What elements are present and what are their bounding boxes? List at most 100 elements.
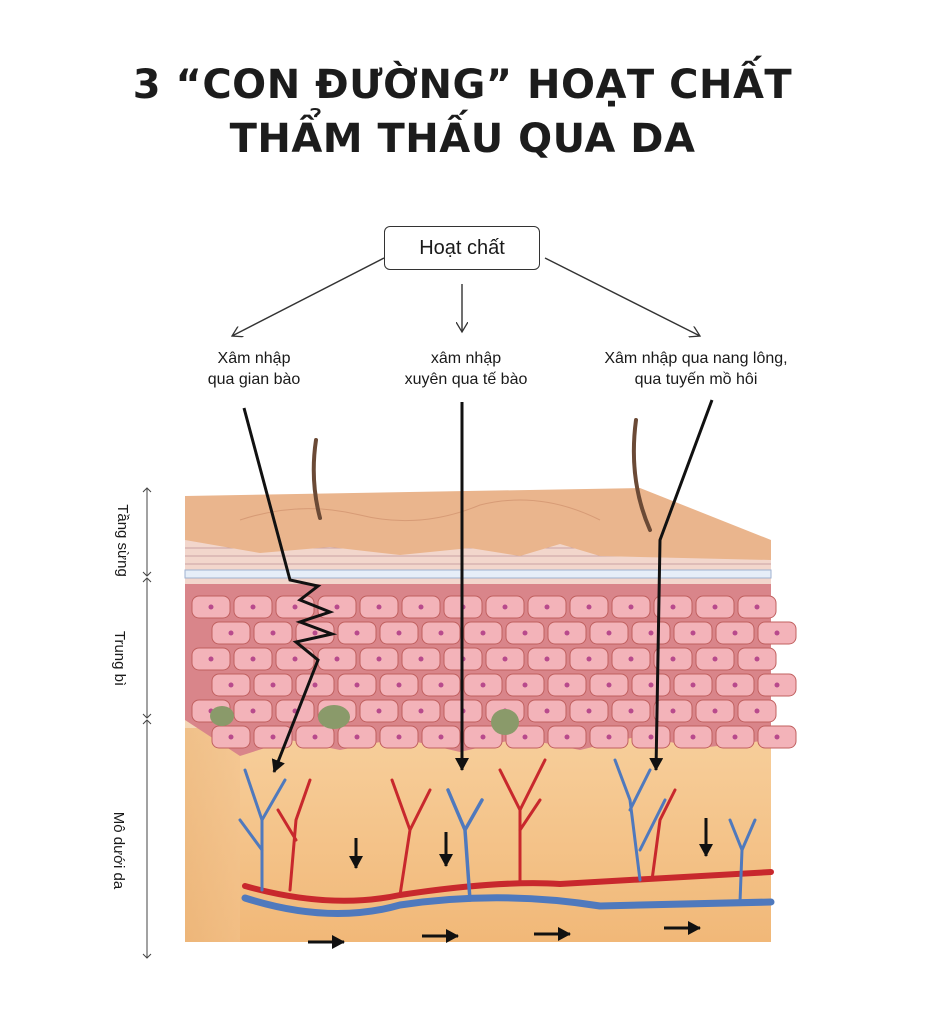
layer-label-subcutis: Mô dưới da [110,811,128,890]
cell-nucleus [250,656,256,662]
cell-nucleus [732,734,738,740]
cell-nucleus [522,682,528,688]
route-intercellular-line1: Xâm nhập [217,350,291,367]
cell-nucleus [586,604,592,610]
source-connectors [232,257,700,336]
cell-nucleus [480,734,486,740]
route-appendage-label: Xâm nhập qua nang lông, qua tuyến mồ hôi [566,348,826,390]
cell-nucleus [376,604,382,610]
cell-nucleus [418,656,424,662]
cell-nucleus [354,630,360,636]
cell-nucleus [312,734,318,740]
cell-nucleus [208,604,214,610]
cell-nucleus [564,630,570,636]
cell-nucleus [228,734,234,740]
skin-surface [185,488,771,560]
page-subtitle: THẨM THẤU QUA DA [229,116,696,162]
cell-nucleus [522,630,528,636]
vein-main [241,894,775,917]
cell-nucleus [648,734,654,740]
cell-nucleus [502,656,508,662]
cell-nucleus [648,682,654,688]
cell-nucleus [628,604,634,610]
cell-nucleus [670,708,676,714]
cell-nucleus [544,604,550,610]
route-transcellular-label: xâm nhập xuyên qua tế bào [336,348,596,390]
cell-nucleus [690,734,696,740]
cell-nucleus [628,708,634,714]
cell-nucleus [690,682,696,688]
cell-nucleus [376,708,382,714]
cell-nucleus [396,630,402,636]
cell-nucleus [438,734,444,740]
cell-nucleus [354,734,360,740]
route-transcellular-line2: xuyên qua tế bào [404,371,528,388]
skin-block [184,418,797,942]
cell-nucleus [228,682,234,688]
cell-nucleus [544,656,550,662]
cell-nucleus [354,682,360,688]
penetration-routes [242,399,714,773]
cell-nucleus [312,630,318,636]
cell-nucleus [292,656,298,662]
cell-nucleus [312,682,318,688]
cell-nucleus [376,656,382,662]
cell-nucleus [292,604,298,610]
route-intercellular-path [242,407,338,773]
route-appendage-line2: qua tuyến mồ hôi [634,371,758,388]
cell-nucleus [270,630,276,636]
hair-right [631,418,652,532]
route-appendage-line1: Xâm nhập qua nang lông, [604,350,788,367]
cell-nucleus [544,708,550,714]
flow-arrows [308,818,713,949]
cell-nucleus [522,734,528,740]
route-intercellular-label: Xâm nhập qua gian bào [124,348,384,390]
cell-nucleus [480,630,486,636]
cell-nucleus [438,630,444,636]
cell-nucleus [334,604,340,610]
cell-nucleus [712,656,718,662]
cell-nucleus [270,734,276,740]
connector-right-arrow [544,257,700,336]
basal-membrane [184,569,772,579]
cell-nucleus [396,682,402,688]
cell-nucleus [502,604,508,610]
cell-nucleus [208,656,214,662]
layer-brackets [142,487,152,959]
cell-nucleus [754,604,760,610]
cell-nucleus [774,682,780,688]
gland-1 [210,706,234,726]
cell-nucleus [564,682,570,688]
cell-nucleus [228,630,234,636]
cell-nucleus [732,682,738,688]
cell-nucleus [712,708,718,714]
cell-nucleus [480,682,486,688]
cell-nucleus [270,682,276,688]
cell-nucleus [628,656,634,662]
cell-nucleus [670,656,676,662]
cell-nucleus [606,630,612,636]
cell-nucleus [606,682,612,688]
cell-nucleus [564,734,570,740]
cell-nucleus [670,604,676,610]
epidermal-cells [191,595,797,749]
page-title: 3 “CON ĐƯỜNG” HOẠT CHẤT [132,62,793,108]
cell-nucleus [586,708,592,714]
hair-left [311,438,322,520]
cell-nucleus [438,682,444,688]
cell-nucleus [418,708,424,714]
route-transcellular-line1: xâm nhập [430,350,502,367]
gland-2 [318,705,350,729]
cell-nucleus [690,630,696,636]
cell-nucleus [586,656,592,662]
cell-nucleus [334,656,340,662]
layer-label-horny: Tầng sừng [113,504,131,577]
cell-nucleus [250,604,256,610]
cell-nucleus [648,630,654,636]
cell-nucleus [418,604,424,610]
cell-nucleus [396,734,402,740]
cell-nucleus [712,604,718,610]
layer-label-dermis: Trung bì [111,630,129,687]
blood-vessels [238,758,775,917]
cell-nucleus [606,734,612,740]
